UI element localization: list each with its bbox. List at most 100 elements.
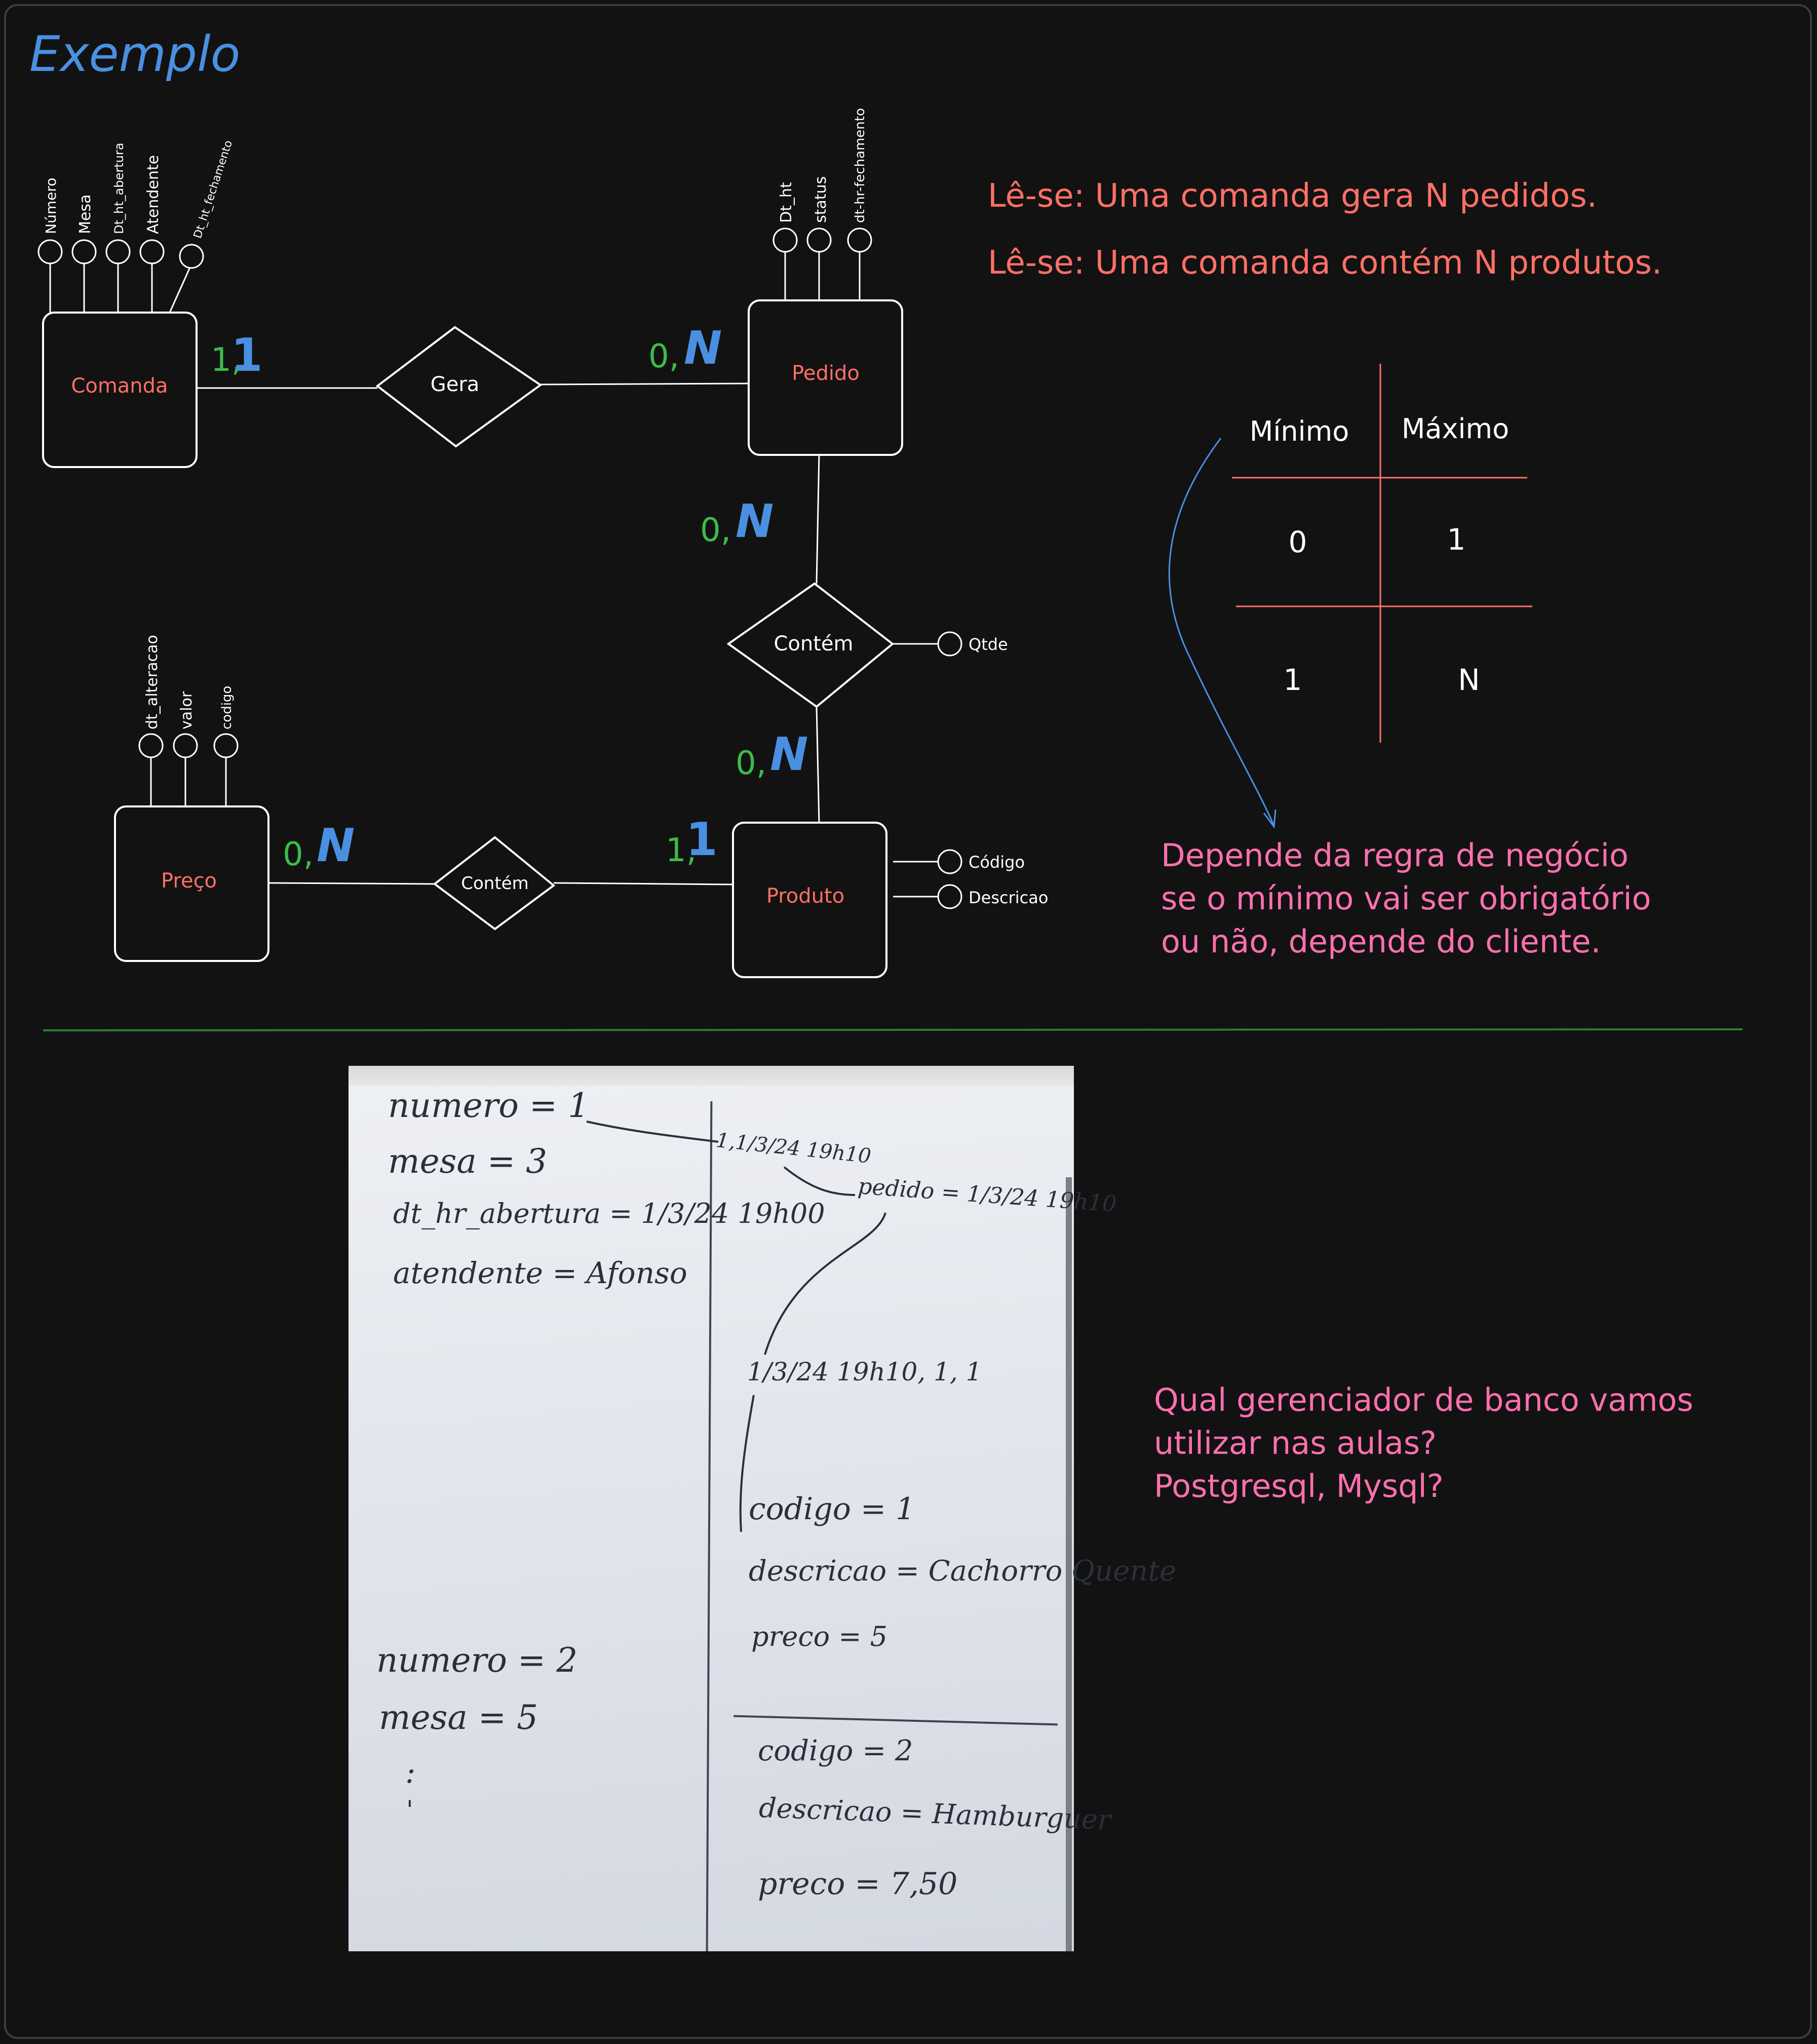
- attr-qtde: Qtde: [969, 635, 1008, 654]
- entity-comanda[interactable]: [42, 312, 198, 468]
- cardinality-contem-produto: 0, N: [736, 728, 808, 782]
- svg-text:N: N: [770, 728, 808, 781]
- svg-text:1,: 1,: [211, 341, 242, 379]
- attribute-circle[interactable]: [37, 239, 63, 264]
- attribute-circle[interactable]: [937, 631, 962, 657]
- comanda-attributes: Número Mesa Dt_ht_abertura Atendente Dt_…: [37, 139, 235, 313]
- relationship-contem2-label: Contém: [461, 873, 528, 894]
- whiteboard-photo: numero = 1 mesa = 3 dt_hr_abertura = 1/3…: [349, 1066, 1176, 1951]
- table-header-min: Mínimo: [1250, 415, 1349, 447]
- whiteboard-frame-edge: [1066, 1177, 1072, 1951]
- line-pedido-contem: [816, 454, 820, 584]
- wb-item1-line-1: codigo = 1: [749, 1491, 915, 1527]
- entity-pedido-label: Pedido: [792, 362, 860, 385]
- table-cell: 1: [1447, 522, 1466, 557]
- attribute-circle[interactable]: [213, 733, 239, 758]
- svg-text:0,: 0,: [736, 745, 766, 782]
- attr-valor: valor: [178, 691, 196, 729]
- svg-text:0,: 0,: [283, 836, 314, 873]
- attribute-circle[interactable]: [937, 849, 962, 874]
- attribute-circle[interactable]: [105, 239, 131, 264]
- line-contem-produto: [816, 706, 820, 823]
- entity-produto[interactable]: [732, 822, 887, 978]
- relationship-gera[interactable]: [375, 326, 543, 448]
- canvas-frame: [4, 4, 1812, 2039]
- entity-preco-label: Preço: [161, 869, 217, 893]
- wb-item1-line-2: descricao = Cachorro Quente: [749, 1555, 1177, 1588]
- wb-item1-line-3: preco = 5: [751, 1621, 888, 1652]
- attr-codigo: codigo: [219, 686, 235, 729]
- wb-left2-line-4: ': [406, 1795, 413, 1825]
- wb-item2-line-1: codigo = 2: [758, 1734, 913, 1767]
- table-cell: 0: [1289, 525, 1307, 559]
- attribute-circle[interactable]: [847, 227, 872, 253]
- attribute-circle[interactable]: [937, 884, 962, 909]
- attribute-circle[interactable]: [138, 733, 164, 758]
- attr-dt-ht: Dt_ht: [778, 182, 795, 223]
- note-rule-3: ou não, depende do cliente.: [1161, 923, 1601, 960]
- arrow-head-icon: [1263, 809, 1277, 829]
- attr-codigo-produto: Código: [969, 853, 1025, 872]
- svg-text:1: 1: [231, 329, 263, 382]
- wb-item2-line-3: preco = 7,50: [758, 1866, 958, 1902]
- attr-status: status: [812, 176, 830, 223]
- entity-comanda-label: Comanda: [71, 374, 168, 398]
- note-reading-2: Lê-se: Uma comanda contém N produtos.: [988, 244, 1662, 282]
- svg-text:N: N: [736, 495, 774, 548]
- attribute-circle[interactable]: [806, 227, 832, 253]
- minmax-table: Mínimo Máximo 0 1 1 N: [1232, 364, 1532, 743]
- entity-pedido[interactable]: [748, 299, 903, 456]
- relationship-contem-label: Contém: [774, 632, 853, 655]
- line-gera-pedido: [540, 382, 749, 385]
- note-rule-1: Depende da regra de negócio: [1161, 837, 1629, 874]
- whiteboard-top-edge: [349, 1066, 1074, 1086]
- arrow-curve: [1168, 438, 1275, 826]
- cardinality-gera-pedido: 0, N: [648, 322, 722, 375]
- note-reading-1: Lê-se: Uma comanda gera N pedidos.: [988, 177, 1597, 215]
- table-cell: 1: [1284, 663, 1302, 697]
- table-header-max: Máximo: [1402, 413, 1509, 445]
- wb-item-line: 1/3/24 19h10, 1, 1: [747, 1357, 982, 1386]
- svg-text:0,: 0,: [700, 512, 731, 549]
- wb-left-line-4: atendente = Afonso: [393, 1256, 687, 1290]
- cardinality-comanda-gera: 1, 1: [211, 329, 263, 382]
- svg-text:1: 1: [686, 813, 718, 866]
- page-title: Exemplo: [29, 26, 240, 83]
- attribute-circle[interactable]: [173, 733, 198, 758]
- cardinality-contem-produto2: 1, 1: [666, 813, 718, 869]
- whiteboard-connectors: [586, 1121, 886, 1532]
- svg-text:N: N: [684, 322, 722, 375]
- relationship-contem-preco-produto[interactable]: [433, 836, 556, 931]
- table-cell: N: [1458, 663, 1480, 697]
- attr-dt-ht-fechamento: Dt_ht_fechamento: [191, 139, 235, 240]
- entity-produto-label: Produto: [766, 884, 844, 908]
- attr-atendente: Atendente: [144, 155, 162, 234]
- attr-dt-alteracao: dt_alteracao: [143, 635, 161, 729]
- attribute-circle[interactable]: [71, 239, 97, 264]
- wb-left2-line-3: :: [405, 1755, 416, 1790]
- preco-attributes: dt_alteracao valor codigo: [138, 635, 239, 806]
- line-preco-contem: [268, 882, 435, 885]
- attribute-circle[interactable]: [179, 244, 204, 269]
- section-divider: [43, 1028, 1743, 1031]
- pedido-attributes: Dt_ht status dt-hr-fechamento: [772, 108, 872, 300]
- wb-left-line-3: dt_hr_abertura = 1/3/24 19h00: [393, 1198, 825, 1229]
- note-question-2: utilizar nas aulas?: [1154, 1424, 1437, 1461]
- cardinality-pedido-contem: 0, N: [700, 495, 774, 549]
- wb-left-line-1: numero = 1: [388, 1086, 590, 1125]
- note-question-3: Postgresql, Mysql?: [1154, 1468, 1444, 1505]
- attribute-circle[interactable]: [772, 227, 798, 253]
- svg-text:1,: 1,: [666, 832, 697, 869]
- attribute-circle[interactable]: [139, 239, 165, 264]
- note-rule-2: se o mínimo vai ser obrigatório: [1161, 880, 1651, 917]
- wb-left2-line-2: mesa = 5: [379, 1698, 538, 1737]
- svg-text:N: N: [317, 819, 355, 872]
- attr-mesa: Mesa: [76, 195, 94, 234]
- cardinality-preco-contem: 0, N: [283, 819, 355, 873]
- attr-numero: Número: [43, 178, 59, 234]
- line-contem-produto2: [553, 882, 733, 885]
- svg-text:0,: 0,: [648, 338, 679, 375]
- attr-descricao: Descricao: [969, 888, 1048, 907]
